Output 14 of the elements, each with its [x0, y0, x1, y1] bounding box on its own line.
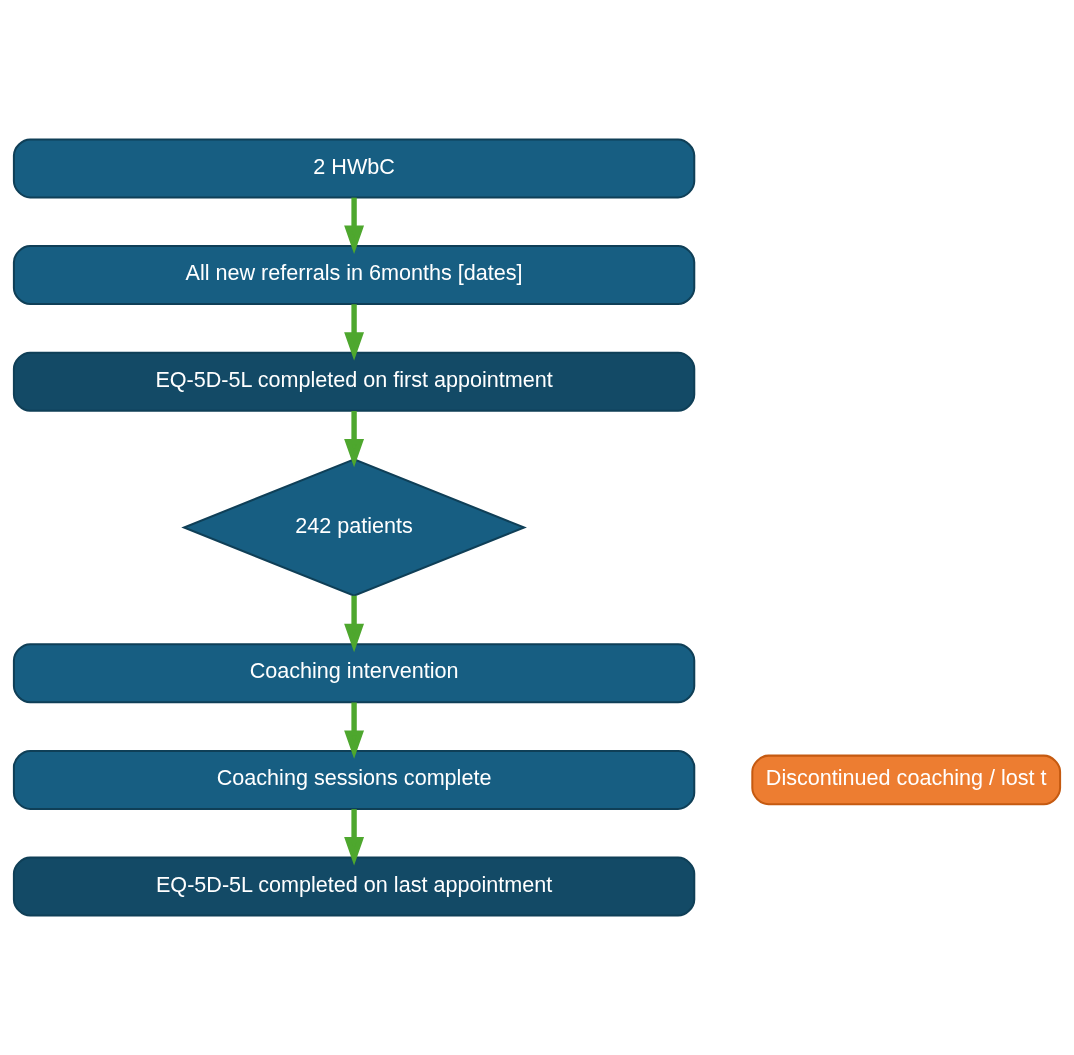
node-box: EQ-5D-5L completed on first appointment — [12, 351, 696, 412]
node-box: All new referrals in 6months [dates] — [12, 245, 696, 306]
arrow — [344, 197, 365, 254]
node-diamond: 242 patients — [181, 458, 527, 597]
arrow — [344, 809, 365, 866]
arrow — [344, 304, 365, 361]
arrow — [344, 411, 365, 468]
node-box: Coaching sessions complete — [12, 749, 696, 810]
node-box: EQ-5D-5L completed on last appointment — [12, 856, 696, 917]
node-box: Coaching intervention — [12, 643, 696, 704]
arrow — [344, 595, 365, 653]
node-box: 2 HWbC — [12, 138, 696, 199]
node-box: Discontinued coaching / lost t — [751, 754, 1062, 806]
arrow — [344, 702, 365, 759]
